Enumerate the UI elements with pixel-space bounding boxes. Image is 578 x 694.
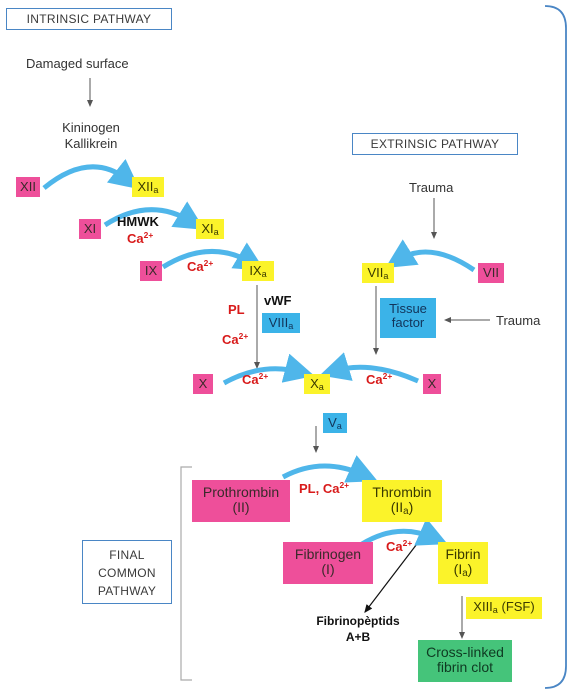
factor-x-left: X [193,374,213,394]
ca-label-ix: Ca2+ [187,258,214,274]
factor-xiia: XIIa [132,177,164,197]
factor-ix: IX [140,261,162,281]
damaged-surface-label: Damaged surface [26,56,129,71]
trauma-top-label: Trauma [409,180,454,195]
factor-viiia: VIIIa [262,313,300,333]
factor-x-right: X [423,374,441,394]
factor-va: Va [323,413,347,433]
ca-label-fibrin: Ca2+ [386,538,413,554]
ca-label-xi: Ca2+ [127,230,154,246]
factor-xii: XII [16,177,40,197]
vwf-label: vWF [264,293,292,308]
factor-xiiia-fsf: XIIIa (FSF) [466,597,542,619]
right-bracket [544,5,567,689]
intrinsic-pathway-title: INTRINSIC PATHWAY [6,8,172,30]
pl-ca-label: PL, Ca2+ [299,480,350,496]
factor-viia: VIIa [362,263,394,283]
factor-ixa: IXa [242,261,274,281]
extrinsic-pathway-title: EXTRINSIC PATHWAY [352,133,518,155]
fibrin: Fibrin(Ia) [438,542,488,584]
factor-xa: Xa [304,374,330,394]
hmwk-label: HMWK [117,214,159,229]
factor-xi: XI [79,219,101,239]
prothrombin: Prothrombin(II) [192,480,290,522]
trauma-right-label: Trauma [496,313,541,328]
ca-label-x-right: Ca2+ [366,371,393,387]
ca-label-viii: Ca2+ [222,331,249,347]
fibrinogen: Fibrinogen(I) [283,542,373,584]
factor-xia: XIa [196,219,224,239]
thrombin: Thrombin(IIa) [362,480,442,522]
factor-vii: VII [478,263,504,283]
final-bracket [180,466,192,681]
pl-label: PL [228,302,245,317]
ca-label-x-left: Ca2+ [242,371,269,387]
